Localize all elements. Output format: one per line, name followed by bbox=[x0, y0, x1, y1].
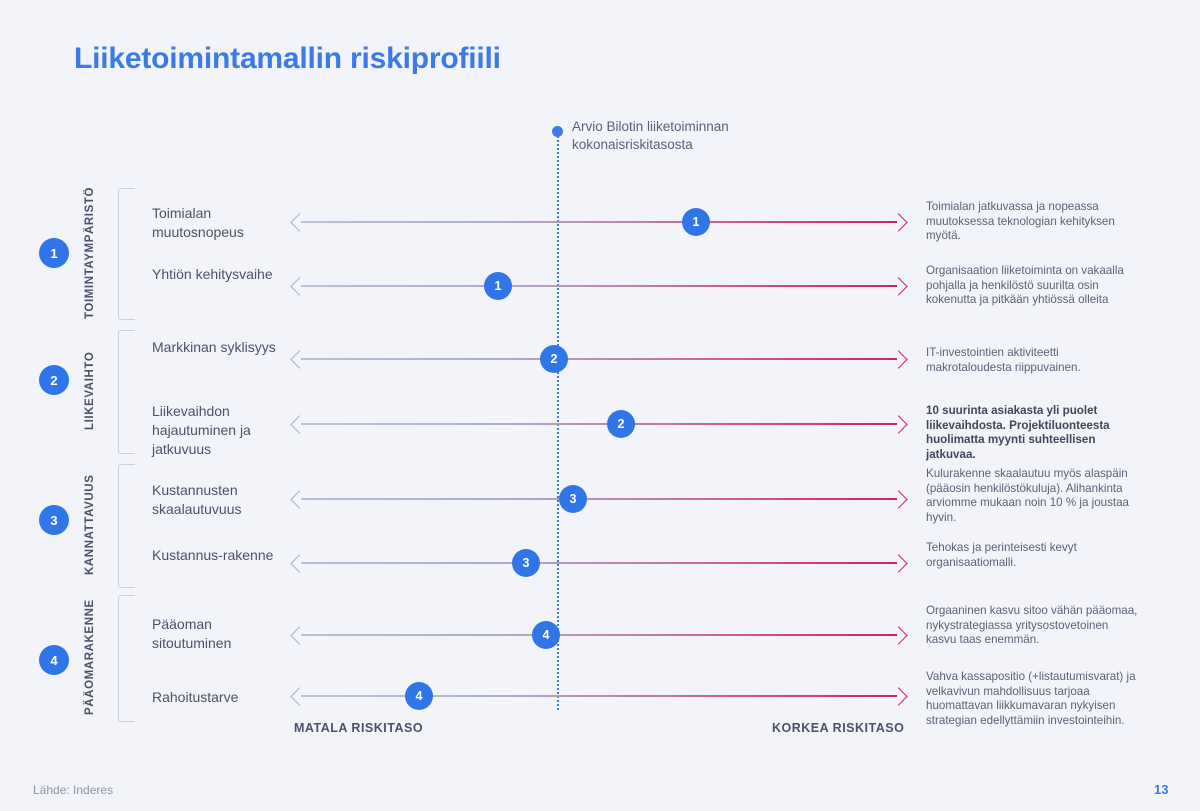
row-label-0: Toimialan muutosnopeus bbox=[152, 205, 244, 240]
row-label-4: Kustannusten skaalautuvuus bbox=[152, 482, 242, 517]
risk-axis-7: 4 bbox=[290, 682, 908, 710]
row-description-2: IT-investointien aktiviteetti makrotalou… bbox=[926, 346, 1081, 374]
risk-axis-4: 3 bbox=[290, 485, 908, 513]
row-description-6: Orgaaninen kasvu sitoo vähän pääomaa, ny… bbox=[926, 604, 1138, 647]
risk-axis-6: 4 bbox=[290, 621, 908, 649]
group-badge-1: 1 bbox=[39, 238, 69, 268]
axis-caption-low: MATALA RISKITASO bbox=[294, 721, 424, 735]
group-bracket-1 bbox=[118, 188, 135, 320]
group-bracket-4 bbox=[118, 595, 135, 722]
risk-axis-5: 3 bbox=[290, 549, 908, 577]
group-bracket-3 bbox=[118, 464, 135, 588]
row-label-2: Markkinan syklisyys bbox=[152, 339, 276, 355]
axis-arrow-right-icon bbox=[889, 415, 908, 434]
group-badge-4: 4 bbox=[39, 645, 69, 675]
group-bracket-2 bbox=[118, 330, 135, 454]
axis-gradient-bar bbox=[301, 221, 897, 223]
row-description-1: Organisaation liiketoiminta on vakaalla … bbox=[926, 264, 1124, 307]
axis-arrow-left-icon bbox=[290, 415, 309, 434]
risk-marker-5[interactable]: 3 bbox=[512, 549, 540, 577]
risk-axis-3: 2 bbox=[290, 410, 908, 438]
risk-marker-4[interactable]: 3 bbox=[559, 485, 587, 513]
group-badge-2: 2 bbox=[39, 365, 69, 395]
risk-marker-7[interactable]: 4 bbox=[405, 682, 433, 710]
row-label-1: Yhtiön kehitysvaihe bbox=[152, 266, 273, 282]
risk-axis-0: 1 bbox=[290, 208, 908, 236]
axis-gradient-bar bbox=[301, 634, 897, 636]
axis-arrow-right-icon bbox=[889, 687, 908, 706]
group-label-toimintaymparisto: TOIMINTAYMPÄRISTÖ bbox=[84, 186, 96, 320]
axis-arrow-right-icon bbox=[889, 626, 908, 645]
row-label-7: Rahoitustarve bbox=[152, 689, 239, 705]
risk-marker-0[interactable]: 1 bbox=[682, 208, 710, 236]
axis-arrow-left-icon bbox=[290, 490, 309, 509]
risk-marker-1[interactable]: 1 bbox=[484, 272, 512, 300]
axis-arrow-right-icon bbox=[889, 490, 908, 509]
axis-arrow-left-icon bbox=[290, 213, 309, 232]
axis-gradient-bar bbox=[301, 562, 897, 564]
group-label-kannattavuus: KANNATTAVUUS bbox=[84, 474, 96, 576]
axis-gradient-bar bbox=[301, 498, 897, 500]
center-note-line1: Arvio Bilotin liiketoiminnan bbox=[572, 119, 729, 134]
axis-arrow-left-icon bbox=[290, 277, 309, 296]
row-description-0: Toimialan jatkuvassa ja nopeassa muutoks… bbox=[926, 200, 1115, 243]
axis-arrow-left-icon bbox=[290, 626, 309, 645]
row-description-7: Vahva kassapositio (+listautumisvarat) j… bbox=[926, 670, 1136, 727]
row-description-4: Kulurakenne skaalautuu myös alaspäin (pä… bbox=[926, 467, 1129, 524]
axis-arrow-left-icon bbox=[290, 350, 309, 369]
group-label-liikevaihto: LIIKEVAIHTO bbox=[84, 351, 96, 431]
risk-marker-2[interactable]: 2 bbox=[540, 345, 568, 373]
risk-marker-3[interactable]: 2 bbox=[607, 410, 635, 438]
axis-arrow-left-icon bbox=[290, 687, 309, 706]
risk-marker-6[interactable]: 4 bbox=[532, 621, 560, 649]
center-reference-line bbox=[557, 131, 559, 710]
group-label-paaomarakenne: PÄÄOMARAKENNE bbox=[84, 599, 96, 716]
axis-caption-high: KORKEA RISKITASO bbox=[772, 721, 905, 735]
axis-arrow-right-icon bbox=[889, 277, 908, 296]
axis-arrow-right-icon bbox=[889, 213, 908, 232]
page-number: 13 bbox=[1154, 782, 1169, 797]
row-description-3: 10 suurinta asiakasta yli puolet liikeva… bbox=[926, 404, 1110, 461]
axis-gradient-bar bbox=[301, 423, 897, 425]
axis-arrow-right-icon bbox=[889, 554, 908, 573]
risk-axis-1: 1 bbox=[290, 272, 908, 300]
row-description-5: Tehokas ja perinteisesti kevyt organisaa… bbox=[926, 541, 1077, 569]
group-badge-3: 3 bbox=[39, 505, 69, 535]
axis-arrow-left-icon bbox=[290, 554, 309, 573]
axis-gradient-bar bbox=[301, 358, 897, 360]
row-label-6: Pääoman sitoutuminen bbox=[152, 616, 232, 651]
row-label-3: Liikevaihdon hajautuminen ja jatkuvuus bbox=[152, 403, 251, 457]
axis-arrow-right-icon bbox=[889, 350, 908, 369]
center-note-line2: kokonaisriskitasosta bbox=[572, 137, 693, 152]
row-label-5: Kustannus-rakenne bbox=[152, 547, 274, 563]
source-label: Lähde: Inderes bbox=[33, 783, 114, 797]
center-reference-note: Arvio Bilotin liiketoiminnan kokonaisris… bbox=[572, 118, 782, 154]
axis-gradient-bar bbox=[301, 695, 897, 697]
axis-gradient-bar bbox=[301, 285, 897, 287]
risk-axis-2: 2 bbox=[290, 345, 908, 373]
page-title: Liiketoimintamallin riskiprofiili bbox=[74, 42, 501, 75]
